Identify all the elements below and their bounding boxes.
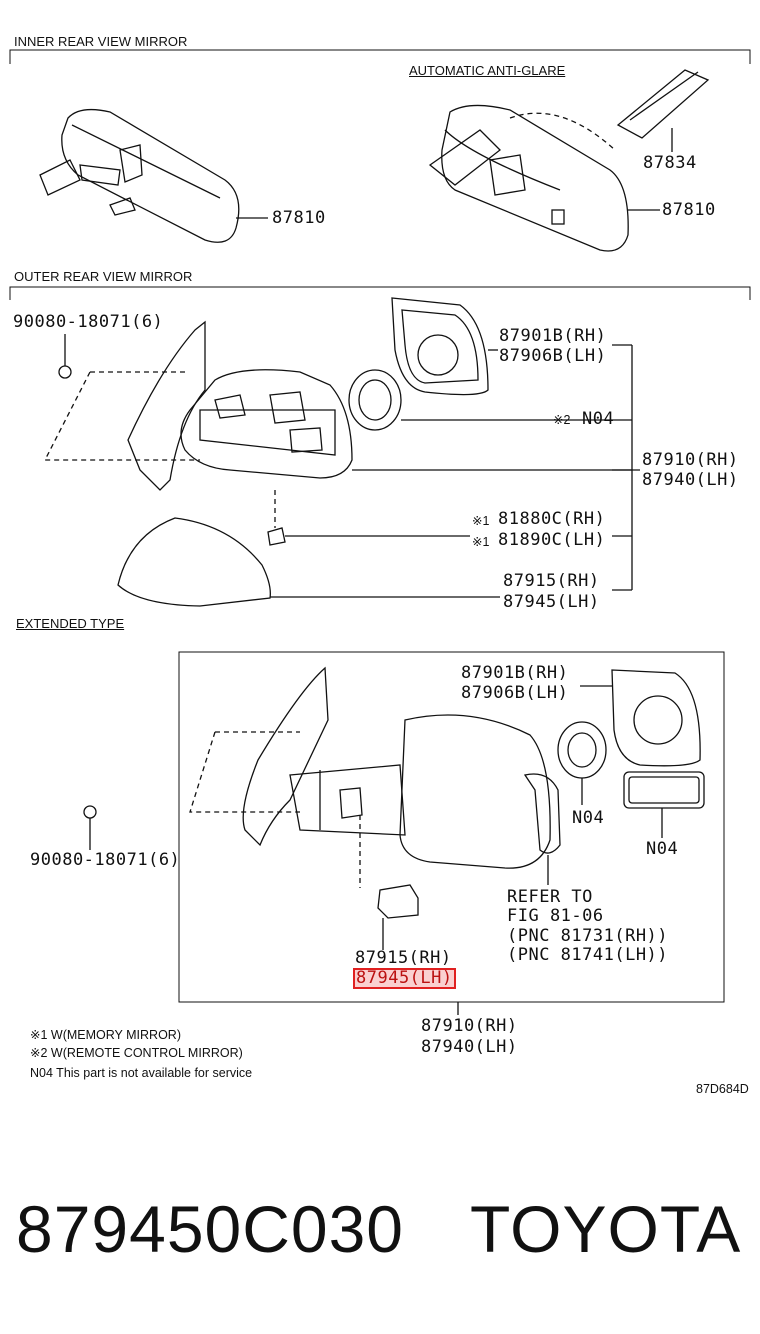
- label-outer-cover-lh: 87945(LH): [503, 592, 600, 612]
- ext-mirror-glass: [580, 669, 701, 767]
- footer-part-number: 879450C030: [16, 1192, 405, 1266]
- outer-callout-bracket: [560, 344, 633, 591]
- extended-type-frame: [178, 651, 725, 1003]
- note-memory-mirror: ※1 W(MEMORY MIRROR): [30, 1028, 181, 1042]
- label-ext-cover-rh: 87915(RH): [355, 948, 452, 968]
- label-outer-memory-lh: 81890C(LH): [498, 530, 606, 550]
- outer-mirror-body: [180, 369, 640, 479]
- label-ext-glass-lh: 87906B(LH): [461, 683, 569, 703]
- note-remote-control-mirror: ※2 W(REMOTE CONTROL MIRROR): [30, 1046, 243, 1060]
- outer-memory-switch: [267, 490, 470, 546]
- label-anti-glare-cover: 87834: [643, 153, 697, 173]
- section-title-extended: EXTENDED TYPE: [16, 616, 125, 631]
- label-ext-glass-rh: 87901B(RH): [461, 663, 569, 683]
- label-ext-refer-3: (PNC 81731(RH)): [507, 926, 669, 946]
- ext-cover: [359, 815, 419, 950]
- label-outer-memory-rh: 81880C(RH): [498, 509, 606, 529]
- ext-bolt: [83, 805, 97, 850]
- label-ext-mirror-lh: 87940(LH): [421, 1037, 518, 1057]
- label-inner-mirror-right: 87810: [662, 200, 716, 220]
- label-outer-actuator: N04: [582, 409, 615, 429]
- label-outer-memory-mark-1: ※1: [472, 514, 490, 528]
- ext-door-bracket: [189, 666, 329, 847]
- anti-glare-cover: [616, 69, 710, 152]
- outer-bolt: [58, 334, 72, 379]
- label-outer-bolt: 90080-18071(6): [13, 312, 164, 332]
- outer-door-bracket: [43, 320, 206, 491]
- outer-mirror-cover: [117, 517, 500, 607]
- section-bracket-outer: [9, 286, 751, 300]
- label-outer-mirror-rh: 87910(RH): [642, 450, 739, 470]
- label-ext-refer-4: (PNC 81741(LH)): [507, 945, 669, 965]
- section-title-anti-glare: AUTOMATIC ANTI-GLARE: [409, 63, 566, 78]
- ext-pad: [623, 771, 705, 838]
- label-ext-pad: N04: [646, 839, 679, 859]
- inner-mirror-right: [428, 104, 660, 252]
- section-title-inner: INNER REAR VIEW MIRROR: [14, 34, 188, 49]
- figure-code: 87D684D: [696, 1082, 749, 1096]
- label-ext-bolt: 90080-18071(6): [30, 850, 181, 870]
- label-ext-refer-1: REFER TO: [507, 887, 593, 907]
- label-outer-memory-mark-2: ※1: [472, 535, 490, 549]
- label-outer-glass-lh: 87906B(LH): [499, 346, 607, 366]
- label-ext-mirror-rh: 87910(RH): [421, 1016, 518, 1036]
- ext-mirror-arm: [289, 764, 406, 836]
- outer-mirror-glass: [391, 297, 498, 396]
- note-not-available: N04 This part is not available for servi…: [30, 1066, 253, 1080]
- label-ext-refer-2: FIG 81-06: [507, 906, 604, 926]
- label-ext-cover-lh-highlighted: 87945(LH): [353, 968, 456, 989]
- label-inner-mirror-left: 87810: [272, 208, 326, 228]
- label-outer-mirror-lh: 87940(LH): [642, 470, 739, 490]
- ext-mirror-head: [399, 714, 561, 869]
- section-bracket-inner: [9, 49, 751, 64]
- section-title-outer: OUTER REAR VIEW MIRROR: [14, 269, 193, 284]
- ext-actuator: [557, 721, 607, 805]
- label-outer-cover-rh: 87915(RH): [503, 571, 600, 591]
- inner-mirror-left: [39, 108, 268, 243]
- label-ext-actuator: N04: [572, 808, 605, 828]
- label-outer-glass-rh: 87901B(RH): [499, 326, 607, 346]
- footer-brand: TOYOTA: [470, 1192, 742, 1266]
- outer-actuator: [348, 369, 560, 431]
- label-outer-actuator-mark: ※2: [553, 413, 571, 427]
